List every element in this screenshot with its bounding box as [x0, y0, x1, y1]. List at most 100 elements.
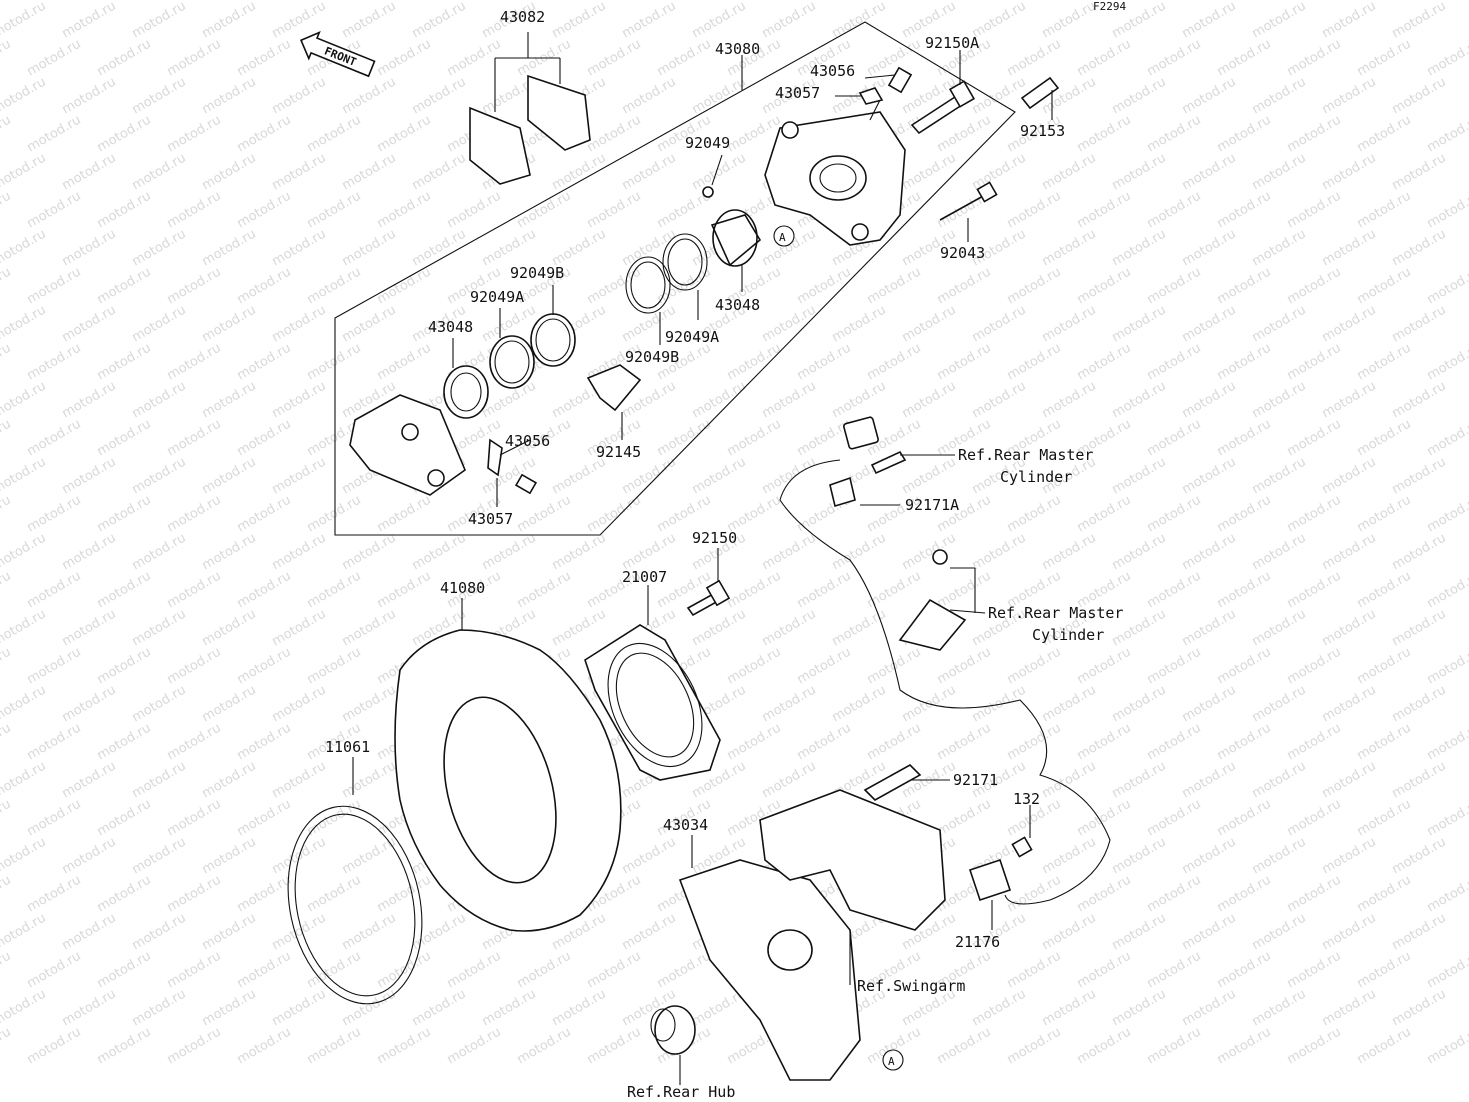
watermark-text: motod.ru: [1005, 645, 1064, 688]
watermark-text: motod.ru: [865, 721, 924, 764]
watermark-text: motod.ru: [1425, 949, 1469, 992]
watermark-text: motod.ru: [515, 1025, 574, 1068]
watermark-text: motod.ru: [235, 1025, 294, 1068]
watermark-text: motod.ru: [60, 987, 119, 1030]
watermark-text: motod.ru: [935, 265, 994, 308]
watermark-text: motod.ru: [200, 0, 259, 41]
watermark-text: motod.ru: [340, 987, 399, 1030]
watermark-text: motod.ru: [1425, 417, 1469, 460]
watermark-text: motod.ru: [1005, 265, 1064, 308]
watermark-text: motod.ru: [130, 303, 189, 346]
watermark-text: motod.ru: [1390, 455, 1449, 498]
label-43056-top: 43056: [810, 62, 855, 80]
watermark-text: motod.ru: [1390, 75, 1449, 118]
watermark-text: motod.ru: [25, 873, 84, 916]
watermark-text: motod.ru: [795, 417, 854, 460]
watermark-text: motod.ru: [1425, 493, 1469, 536]
watermark-text: motod.ru: [0, 75, 49, 118]
label-132: 132: [1013, 790, 1040, 808]
watermark-text: motod.ru: [375, 189, 434, 232]
watermark-text: motod.ru: [305, 113, 364, 156]
watermark-text: motod.ru: [200, 151, 259, 194]
caliper-body-upper: [764, 111, 906, 246]
diagram-code: F2294: [1093, 0, 1126, 13]
watermark-text: motod.ru: [550, 987, 609, 1030]
watermark-text: motod.ru: [0, 645, 14, 688]
watermark-text: motod.ru: [1320, 607, 1379, 650]
watermark-text: motod.ru: [270, 75, 329, 118]
watermark-text: motod.ru: [25, 1025, 84, 1068]
watermark-text: motod.ru: [200, 379, 259, 422]
watermark-text: motod.ru: [760, 759, 819, 802]
watermark-text: motod.ru: [1390, 911, 1449, 954]
watermark-text: motod.ru: [1355, 341, 1414, 384]
watermark-text: motod.ru: [1110, 303, 1169, 346]
label-41080: 41080: [440, 579, 485, 597]
bleeder-valve-top: [858, 66, 913, 121]
watermark-text: motod.ru: [655, 949, 714, 992]
watermark-text: motod.ru: [1320, 303, 1379, 346]
watermark-text: motod.ru: [1425, 0, 1469, 3]
brake-pads: [469, 32, 591, 185]
watermark-text: motod.ru: [130, 75, 189, 118]
watermark-text: motod.ru: [235, 265, 294, 308]
watermark-text: motod.ru: [410, 987, 469, 1030]
watermark-text: motod.ru: [830, 683, 889, 726]
watermark-text: motod.ru: [165, 949, 224, 992]
watermark-text: motod.ru: [1110, 987, 1169, 1030]
watermark-text: motod.ru: [1110, 455, 1169, 498]
watermark-text: motod.ru: [95, 949, 154, 992]
watermark-text: motod.ru: [340, 227, 399, 270]
watermark-text: motod.ru: [1425, 265, 1469, 308]
watermark-text: motod.ru: [1215, 189, 1274, 232]
watermark-text: motod.ru: [1390, 987, 1449, 1030]
watermark-text: motod.ru: [0, 455, 49, 498]
watermark-text: motod.ru: [1180, 607, 1239, 650]
watermark-text: motod.ru: [1145, 37, 1204, 80]
watermark-text: motod.ru: [0, 949, 14, 992]
watermark-text: motod.ru: [340, 835, 399, 878]
watermark-text: motod.ru: [25, 37, 84, 80]
watermark-text: motod.ru: [1145, 721, 1204, 764]
watermark-text: motod.ru: [375, 113, 434, 156]
watermark-text: motod.ru: [200, 911, 259, 954]
watermark-text: motod.ru: [165, 341, 224, 384]
watermark-text: motod.ru: [1145, 949, 1204, 992]
watermark-text: motod.ru: [410, 0, 469, 41]
watermark-text: motod.ru: [0, 303, 49, 346]
watermark-text: motod.ru: [1285, 113, 1344, 156]
watermark-text: motod.ru: [445, 1025, 504, 1068]
watermark-text: motod.ru: [935, 113, 994, 156]
watermark-text: motod.ru: [305, 493, 364, 536]
watermark-text: motod.ru: [760, 303, 819, 346]
watermark-text: motod.ru: [340, 303, 399, 346]
watermark-text: motod.ru: [1005, 37, 1064, 80]
watermark-text: motod.ru: [235, 797, 294, 840]
watermark-text: motod.ru: [1145, 189, 1204, 232]
watermark-text: motod.ru: [1250, 911, 1309, 954]
watermark-text: motod.ru: [1355, 1025, 1414, 1068]
abs-sensor-ring: [584, 624, 721, 781]
watermark-text: motod.ru: [0, 759, 49, 802]
watermark-text: motod.ru: [935, 569, 994, 612]
watermark-text: motod.ru: [1075, 189, 1134, 232]
watermark-text: motod.ru: [1285, 265, 1344, 308]
watermark-text: motod.ru: [270, 455, 329, 498]
watermark-text: motod.ru: [1425, 37, 1469, 80]
watermark-text: motod.ru: [900, 303, 959, 346]
watermark-text: motod.ru: [1110, 75, 1169, 118]
watermark-text: motod.ru: [270, 227, 329, 270]
watermark-text: motod.ru: [60, 151, 119, 194]
watermark-text: motod.ru: [25, 113, 84, 156]
watermark-text: motod.ru: [0, 227, 49, 270]
watermark-text: motod.ru: [655, 37, 714, 80]
watermark-text: motod.ru: [830, 531, 889, 574]
watermark-text: motod.ru: [795, 645, 854, 688]
watermark-text: motod.ru: [1040, 911, 1099, 954]
callout-marker-a-top: A: [773, 225, 795, 247]
watermark-text: motod.ru: [1215, 949, 1274, 992]
watermark-text: motod.ru: [1110, 683, 1169, 726]
watermark-text: motod.ru: [95, 1025, 154, 1068]
watermark-text: motod.ru: [270, 987, 329, 1030]
